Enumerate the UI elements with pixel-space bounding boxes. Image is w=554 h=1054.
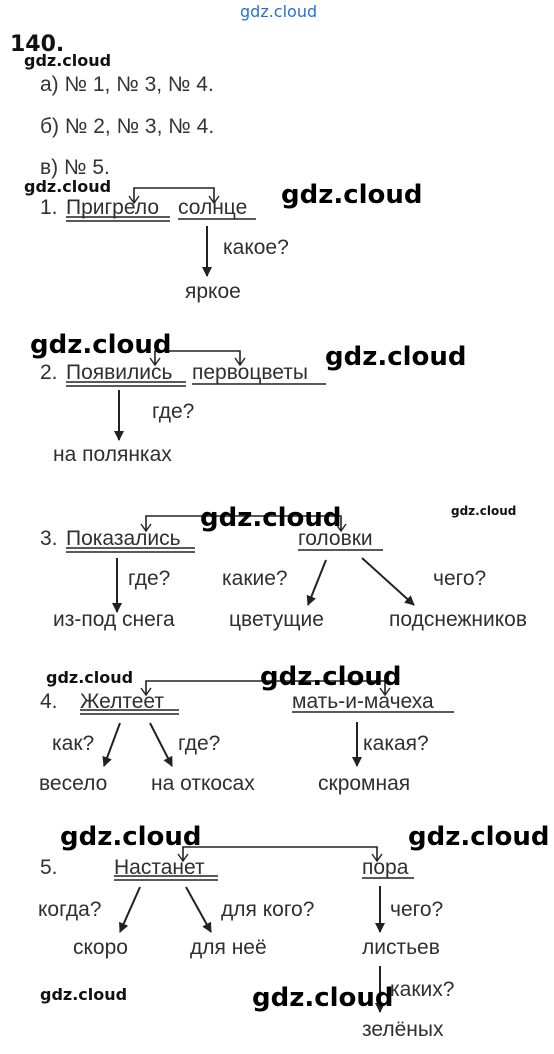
watermark: gdz.cloud <box>260 662 402 692</box>
sentence-3-predicate: Показались <box>66 527 181 550</box>
sentence-3-question: чего? <box>433 567 487 590</box>
sentence-5-word: зелёных <box>362 1018 444 1041</box>
watermark: gdz.cloud <box>451 504 517 518</box>
sentence-4-question: как? <box>52 732 95 755</box>
watermark: gdz.cloud <box>325 342 467 372</box>
sentence-5-predicate: Настанет <box>114 856 205 879</box>
sentence-3-word: подснежников <box>389 608 528 631</box>
watermark: gdz.cloud <box>252 983 394 1013</box>
sentence-5-question: для кого? <box>221 898 315 921</box>
exercise-number: 140. <box>10 32 65 57</box>
sentence-2-question: где? <box>152 400 195 423</box>
sentence-2-number: 2. <box>40 361 58 384</box>
sentence-4-subject: мать-и-мачеха <box>292 690 434 713</box>
watermark: gdz.cloud <box>281 180 423 210</box>
site-watermark-top: gdz.cloud <box>240 2 318 21</box>
sentence-2-subject: первоцветы <box>192 361 308 384</box>
sentence-3-subject: головки <box>298 527 373 550</box>
sentence-5-question: чего? <box>390 898 444 921</box>
watermark: gdz.cloud <box>46 668 134 687</box>
sentence-3-number: 3. <box>40 527 58 550</box>
sentence-4-predicate: Желтеет <box>80 690 165 713</box>
sentence-4-question: какая? <box>363 732 429 755</box>
answer-a: а) № 1, № 3, № 4. <box>40 73 214 96</box>
sentence-1-subject: солнце <box>178 196 248 219</box>
sentence-5-word: листьев <box>362 936 440 959</box>
sentence-4-word: весело <box>39 772 108 795</box>
sentence-4-question: где? <box>178 732 221 755</box>
sentence-3-question: какие? <box>222 567 288 590</box>
sentence-3-question: где? <box>128 567 171 590</box>
s1-lines <box>66 187 256 277</box>
sentence-1-predicate: Пригрело <box>66 196 159 219</box>
sentence-4-number: 4. <box>40 690 58 713</box>
sentence-5-question: когда? <box>38 898 102 921</box>
s2-lines <box>66 350 326 441</box>
sentence-1-number: 1. <box>40 196 58 219</box>
watermark: gdz.cloud <box>30 330 172 360</box>
answer-b: б) № 2, № 3, № 4. <box>40 115 215 138</box>
watermark: gdz.cloud <box>200 503 342 533</box>
sentence-3-word: из-под снега <box>53 608 175 631</box>
sentence-1-word: яркое <box>185 280 241 303</box>
watermark: gdz.cloud <box>60 822 202 852</box>
s3-lines <box>66 515 415 613</box>
sentence-5-word: скоро <box>73 936 128 959</box>
sentence-5-word: для неё <box>190 936 267 959</box>
sentence-5-number: 5. <box>40 856 58 879</box>
s4-lines <box>80 680 454 767</box>
watermark: gdz.cloud <box>40 985 128 1004</box>
sentence-4-word: скромная <box>318 772 411 795</box>
sentence-3-word: цветущие <box>229 608 324 631</box>
s5-lines <box>114 846 414 1013</box>
watermark: gdz.cloud <box>408 822 550 852</box>
watermark: gdz.cloud <box>24 177 112 196</box>
watermark: gdz.cloud <box>24 51 112 70</box>
sentence-4-word: на откосах <box>151 772 255 795</box>
sentence-1-question: какое? <box>223 236 289 259</box>
sentence-2-predicate: Появились <box>66 361 173 384</box>
sentence-5-question: каких? <box>390 978 455 1001</box>
sentence-5-subject: пора <box>362 856 409 879</box>
sentence-2-word: на полянках <box>53 443 172 466</box>
answer-c: в) № 5. <box>40 156 110 179</box>
